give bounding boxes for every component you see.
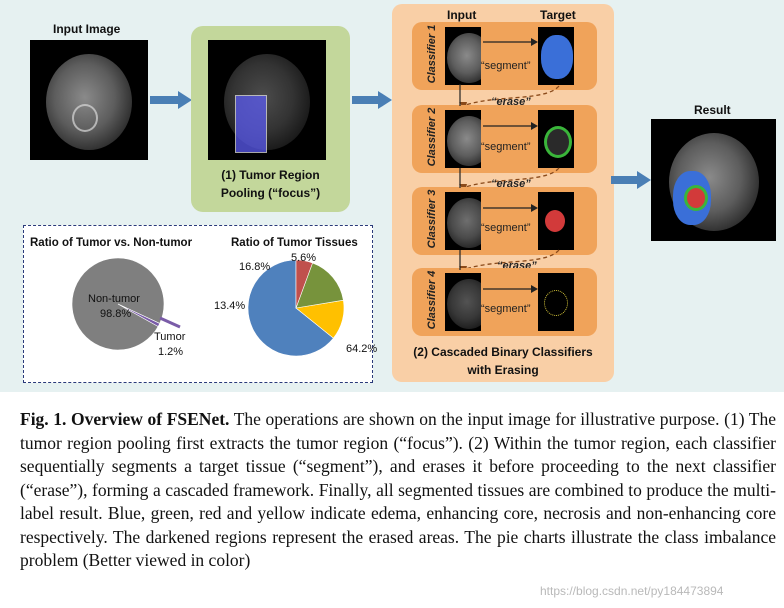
classifier-2-label: Classifier 2 [426, 107, 438, 167]
arrow-to-result [611, 171, 651, 189]
classifier-4-label: Classifier 4 [426, 270, 438, 330]
classifier-1-label: Classifier 1 [426, 24, 438, 84]
pie2-value-1: 13.4% [214, 300, 246, 312]
result-mri-image [651, 119, 776, 241]
pie2-value-2: 16.8% [239, 261, 271, 273]
pie2-value-3: 5.6% [291, 252, 317, 264]
pie2-slice-0 [247, 259, 334, 357]
focus-caption-line2: Pooling (“focus”) [220, 186, 321, 200]
classifier-2-arrow [483, 122, 538, 130]
classifier-3-input-image [445, 192, 481, 250]
watermark: https://blog.csdn.net/py184473894 [540, 584, 724, 598]
pie1-value-tumor: 1.2% [158, 346, 184, 358]
cascade-vertical-connector [459, 84, 461, 270]
pie2-slice-2 [295, 262, 344, 309]
caption-fig-title: Overview of FSENet. [71, 409, 230, 429]
classifier-1-action: “segment” [481, 60, 531, 72]
classifier-2-input-image [445, 110, 481, 168]
pie1-label-tumor: Tumor [154, 331, 186, 343]
classifier-3-arrow [483, 204, 538, 212]
classifier-3-label: Classifier 3 [426, 189, 438, 249]
focus-mri-image [208, 40, 326, 160]
pie2-slice-3 [295, 259, 313, 309]
classifier-2-target-image [538, 110, 574, 168]
classifier-1-input-image [445, 27, 481, 85]
classifier-4-action: “segment” [481, 303, 531, 315]
pie2-title: Ratio of Tumor Tissues [231, 237, 358, 249]
classifier-2-action: “segment” [481, 141, 531, 153]
classifier-4-input-image [445, 273, 481, 331]
figure-caption: Fig. 1. Overview of FSENet. The operatio… [20, 408, 776, 573]
classifier-4-arrow [483, 285, 538, 293]
cascade-caption-line2: with Erasing [467, 363, 539, 377]
classifier-3-target-image [538, 192, 574, 250]
pie1-slice-1 [117, 303, 161, 327]
classifier-1-arrow [483, 38, 538, 46]
cascade-header-input: Input [447, 8, 477, 22]
classifier-3-action: “segment” [481, 222, 531, 234]
arrow-to-focus [150, 91, 192, 109]
pie1-label-non-tumor: Non-tumor [88, 293, 140, 305]
pie1-value-non-tumor: 98.8% [100, 308, 132, 320]
pie-chart-tumor-vs-nontumor [71, 257, 181, 351]
cascade-caption-line1: (2) Cascaded Binary Classifiers [413, 345, 593, 359]
focus-caption-line1: (1) Tumor Region [221, 168, 320, 182]
pie1-tumor-leader [159, 316, 181, 329]
classifier-1-target-image [538, 27, 574, 85]
pie-chart-tumor-tissues [247, 259, 345, 357]
pie1-title: Ratio of Tumor vs. Non-tumor [30, 237, 193, 249]
input-image-label: Input Image [53, 22, 121, 36]
pie2-value-0: 64.2% [346, 343, 378, 355]
classifier-4-target-image [538, 273, 574, 331]
arrow-to-cascade [352, 91, 392, 109]
figure-panel: Input Image (1) Tumor Region Pooling (“f… [0, 0, 784, 392]
cascade-header-target: Target [540, 8, 576, 22]
input-mri-image [30, 40, 148, 160]
caption-fig-label: Fig. 1. [20, 409, 67, 429]
caption-text: The operations are shown on the input im… [20, 409, 777, 570]
result-label: Result [694, 103, 731, 117]
